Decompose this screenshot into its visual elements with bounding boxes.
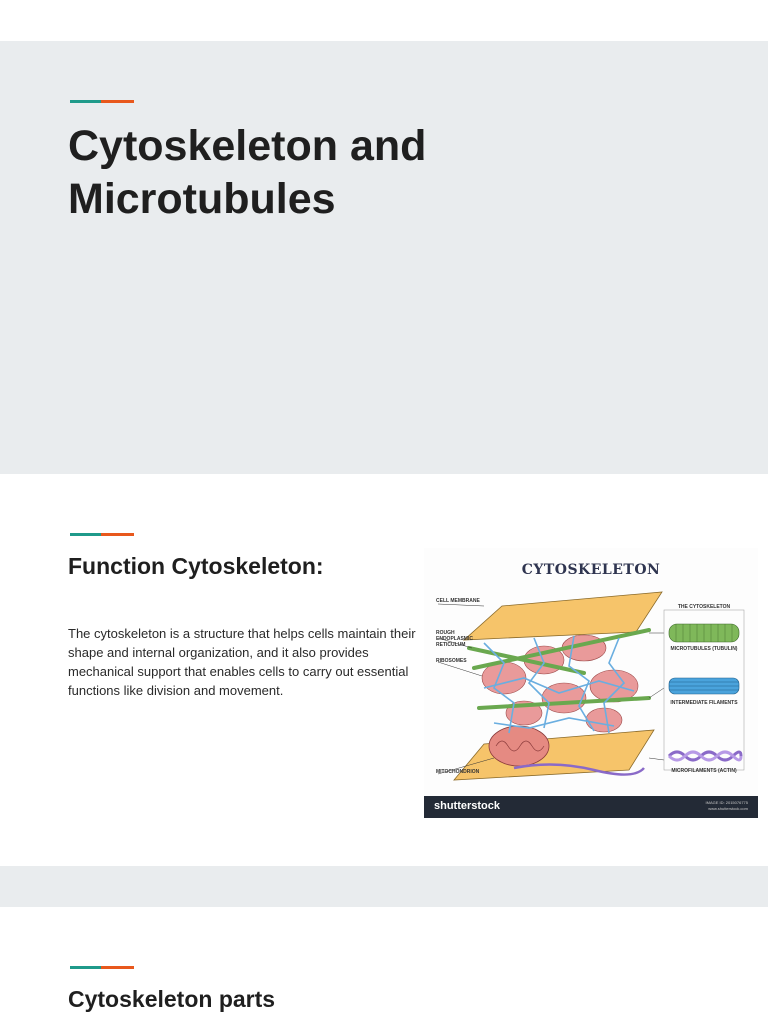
stock-brand-logo: shutterstock: [434, 800, 501, 812]
hero-accent-bar: [70, 100, 134, 103]
label-mitochondrion: MITOCHONDRION: [436, 769, 480, 775]
label-intermediate-filaments: INTERMEDIATE FILAMENTS: [670, 700, 738, 706]
stock-image-id-text: IMAGE ID: 2015076775: [705, 800, 748, 805]
page-title-line-2: Microtubules: [68, 175, 336, 223]
stock-site-text: www.shutterstock.com: [708, 806, 748, 811]
hero-band: [0, 41, 768, 474]
label-microtubules: MICROTUBULES (TUBULIN): [670, 646, 738, 652]
stock-footer-bar: shutterstock IMAGE ID: 2015076775 www.sh…: [424, 796, 758, 818]
cytoskeleton-illustration: CYTOSKELETON: [424, 548, 758, 818]
stock-image-id: IMAGE ID: 2015076775 www.shutterstock.co…: [706, 800, 748, 812]
function-accent-bar: [70, 533, 134, 536]
label-ribosomes: RIBOSOMES: [436, 658, 467, 664]
label-the-cytoskeleton: THE CYTOSKELETON: [677, 604, 731, 610]
figure-title: CYTOSKELETON: [521, 562, 661, 578]
function-paragraph: The cytoskeleton is a structure that hel…: [68, 626, 416, 698]
divider-band: [0, 866, 768, 907]
label-microfilaments: MICROFILAMENTS (ACTIN): [671, 768, 737, 774]
parts-accent-bar: [70, 966, 134, 969]
parts-heading: Cytoskeleton parts: [68, 986, 276, 1012]
function-heading: Function Cytoskeleton:: [68, 553, 324, 579]
page-title-line-1: Cytoskeleton and: [68, 122, 427, 170]
label-cell-membrane: CELL MEMBRANE: [436, 598, 480, 604]
label-rough-er: ROUGH ENDOPLASMIC RETICULUM: [436, 630, 473, 648]
cytoskeleton-drawing: [437, 591, 745, 781]
